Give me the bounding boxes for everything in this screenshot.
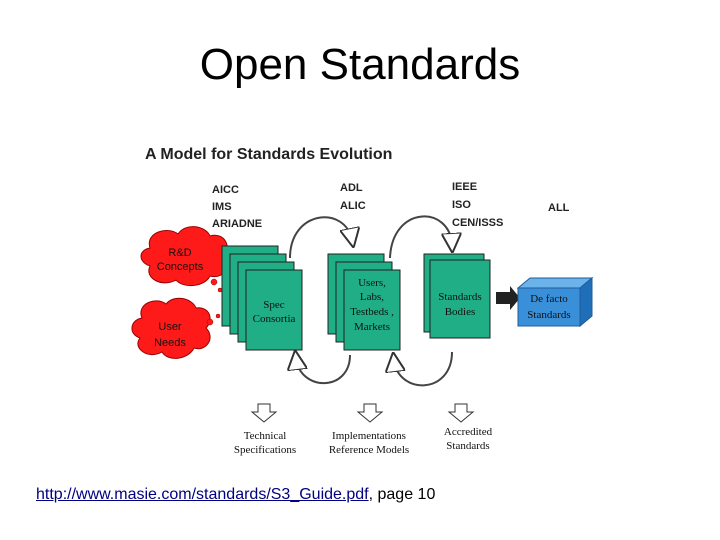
label-alic: ALIC xyxy=(340,200,366,212)
output-implementations-line2: Reference Models xyxy=(329,444,409,456)
label-ariadne: ARIADNE xyxy=(212,218,262,230)
cloud-rd-concepts: R&D Concepts xyxy=(140,226,229,286)
stack-standards-line1: Standards xyxy=(438,291,481,303)
label-iso: ISO xyxy=(452,199,471,211)
label-group-standards: IEEE ISO CEN/ISSS xyxy=(452,181,503,229)
thought-bubbles xyxy=(206,278,223,326)
output-accredited-line2: Standards xyxy=(446,440,489,452)
cycle-arrow-bottom-2 xyxy=(394,352,453,387)
output-accredited-standards: Accredited Standards xyxy=(444,426,493,452)
down-arrow-accredited xyxy=(447,403,475,423)
stack-users-line4: Markets xyxy=(354,321,390,333)
stack-spec-line2: Consortia xyxy=(253,313,296,325)
output-implementations-line1: Implementations xyxy=(332,430,406,442)
label-aicc: AICC xyxy=(212,184,239,196)
slide-title: Open Standards xyxy=(199,40,521,89)
source-page: , page 10 xyxy=(368,486,436,503)
source-link[interactable]: http://www.masie.com/standards/S3_Guide.… xyxy=(36,486,369,503)
stack-standards-line2: Bodies xyxy=(445,306,476,318)
defacto-line2: Standards xyxy=(527,309,570,321)
cycle-arrow-top-2 xyxy=(389,215,452,259)
stack-standards-bodies: Standards Bodies xyxy=(423,253,491,339)
stack-users-line2: Labs, xyxy=(360,291,384,303)
cycle-arrow-top-1 xyxy=(289,216,352,259)
cloud-user-line2: Needs xyxy=(154,337,186,349)
stack-users-markets: Users, Labs, Testbeds , Markets xyxy=(327,253,401,351)
label-group-adl: ADL ALIC xyxy=(340,182,366,212)
label-all: ALL xyxy=(548,202,570,214)
output-accredited-line1: Accredited xyxy=(444,426,493,438)
output-implementations: Implementations Reference Models xyxy=(329,430,409,456)
diagram-heading: A Model for Standards Evolution xyxy=(145,146,392,163)
label-group-rd: AICC IMS ARIADNE xyxy=(212,184,262,230)
footer-citation: http://www.masie.com/standards/S3_Guide.… xyxy=(36,486,435,504)
down-arrow-implementations xyxy=(356,403,384,423)
label-adl: ADL xyxy=(340,182,363,194)
output-technical-specifications: Technical Specifications xyxy=(234,430,296,456)
output-technical-line2: Specifications xyxy=(234,444,296,456)
cloud-user-needs: User Needs xyxy=(131,297,211,359)
cycle-arrow-bottom-1 xyxy=(296,355,351,385)
label-ieee: IEEE xyxy=(452,181,477,193)
stack-spec-consortia: Spec Consortia xyxy=(221,245,303,351)
label-cen-isss: CEN/ISSS xyxy=(452,217,503,229)
stack-spec-line1: Spec xyxy=(263,299,285,311)
label-ims: IMS xyxy=(212,201,232,213)
down-arrow-technical xyxy=(250,403,278,423)
stack-users-line1: Users, xyxy=(358,277,386,289)
cloud-user-line1: User xyxy=(158,321,182,333)
cloud-rd-line2: Concepts xyxy=(157,261,204,273)
cloud-rd-line1: R&D xyxy=(168,247,191,259)
stack-users-line3: Testbeds , xyxy=(350,306,394,318)
defacto-line1: De facto xyxy=(530,293,568,305)
box-defacto-standards: De facto Standards xyxy=(516,276,594,328)
arrow-to-defacto xyxy=(496,286,520,310)
output-technical-line1: Technical xyxy=(244,430,287,442)
